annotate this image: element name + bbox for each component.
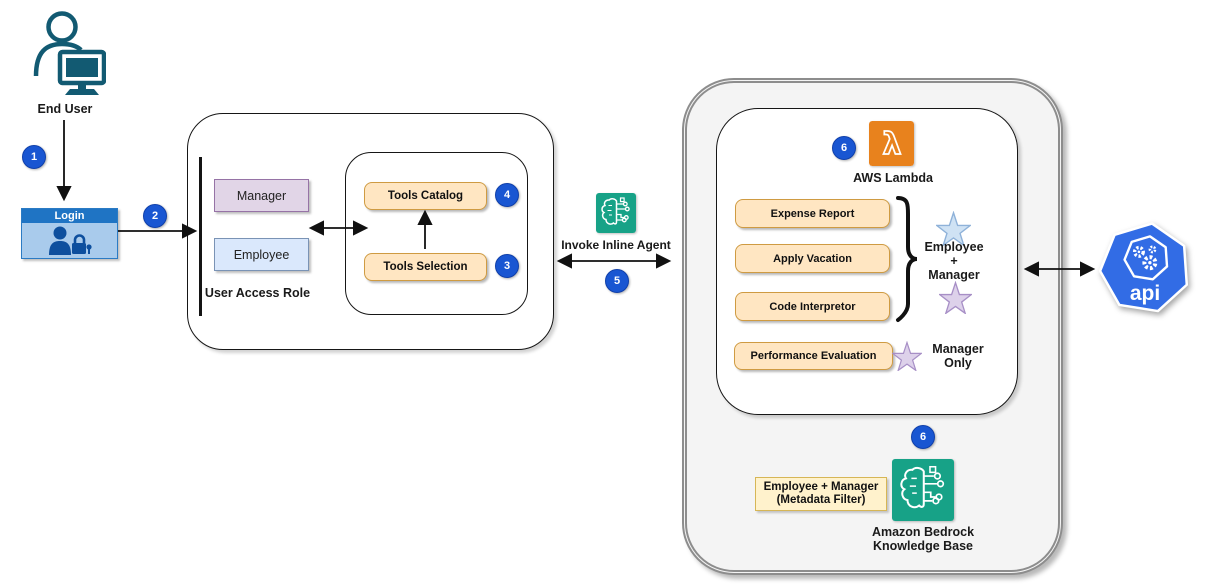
- login-widget[interactable]: Login: [21, 208, 118, 259]
- svg-text:λ: λ: [883, 127, 902, 162]
- knowledge-base-label-line1: Amazon Bedrock: [871, 525, 975, 539]
- restricted-access-line1: Manager: [932, 342, 984, 356]
- step-badge-2: 2: [143, 204, 167, 228]
- performance-evaluation-box: Performance Evaluation: [734, 342, 893, 370]
- code-interpretor-box: Code Interpretor: [735, 292, 890, 321]
- employee-role-box: Employee: [214, 238, 309, 271]
- invoke-inline-agent-label: Invoke Inline Agent: [561, 238, 671, 252]
- shared-access-line3: Manager: [928, 268, 980, 282]
- login-body: [22, 223, 117, 258]
- metadata-filter-box: Employee + Manager (Metadata Filter): [755, 477, 887, 511]
- apply-vacation-box: Apply Vacation: [735, 244, 890, 273]
- step-badge-6-lambda: 6: [832, 136, 856, 160]
- metadata-filter-line1: Employee + Manager: [763, 481, 879, 493]
- shared-access-line2: +: [950, 254, 958, 268]
- user-lock-icon: [48, 226, 92, 255]
- employee-star-icon: [936, 211, 971, 246]
- expense-report-box: Expense Report: [735, 199, 890, 228]
- step-badge-1: 1: [22, 145, 46, 169]
- api-label: api: [1130, 282, 1160, 305]
- bedrock-knowledge-base-icon: [892, 459, 954, 521]
- login-title: Login: [22, 209, 117, 223]
- tools-selection-box: Tools Selection: [364, 253, 487, 281]
- step-badge-6-kb: 6: [911, 425, 935, 449]
- tools-catalog-box: Tools Catalog: [364, 182, 487, 210]
- end-user-label: End User: [37, 102, 93, 116]
- restricted-access-label: Manager Only: [925, 342, 991, 370]
- step-badge-4: 4: [495, 183, 519, 207]
- role-divider-line: [199, 157, 202, 316]
- restricted-access-line2: Only: [944, 356, 972, 370]
- knowledge-base-label-line2: Knowledge Base: [872, 538, 974, 553]
- metadata-filter-line2: (Metadata Filter): [776, 494, 866, 506]
- knowledge-base-label: Amazon Bedrock Knowledge Base: [861, 525, 985, 553]
- shared-access-label: Employee + Manager: [915, 240, 993, 282]
- api-icon: api: [1098, 222, 1189, 313]
- manager-star-icon: [939, 281, 972, 314]
- tools-container: [345, 152, 528, 315]
- step-badge-3: 3: [495, 254, 519, 278]
- aws-lambda-icon: λ: [869, 121, 914, 166]
- step-badge-5: 5: [605, 269, 629, 293]
- shared-access-line1: Employee: [924, 240, 984, 254]
- end-user-icon: [33, 11, 106, 95]
- manager-role-box: Manager: [214, 179, 309, 212]
- bedrock-agent-icon: [596, 193, 636, 233]
- aws-lambda-label: AWS Lambda: [853, 171, 933, 185]
- manager-only-star-icon: [892, 341, 922, 371]
- user-access-role-title: User Access Role: [204, 286, 311, 300]
